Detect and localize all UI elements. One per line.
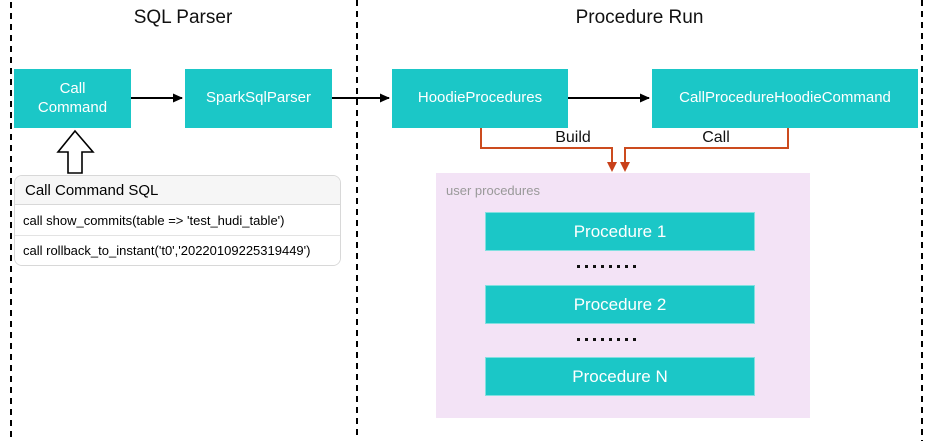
section-title-sql-parser: SQL Parser [133,7,233,28]
user-procedures-group: user procedures Procedure 1 Procedure 2 … [436,173,810,418]
section-title-procedure-run: Procedure Run [575,7,704,28]
edge-label-call: Call [702,129,730,146]
build-connector [480,128,613,163]
lane-divider-right [921,0,923,441]
ellipsis-dots [577,338,636,341]
build-arrowhead [607,162,617,172]
sql-example-row: call show_commits(table => 'test_hudi_ta… [15,205,340,235]
lane-divider-left [10,2,12,438]
call-arrowhead [620,162,630,172]
node-hoodieprocedures: HoodieProcedures [392,69,568,128]
ellipsis-dots [577,265,636,268]
node-procedure-2: Procedure 2 [485,285,755,324]
node-callprocedurehoodiecommand: CallProcedureHoodieCommand [652,69,918,128]
node-sparksqlparser: SparkSqlParser [185,69,332,128]
lane-divider-middle [356,0,358,438]
sql-panel-header: Call Command SQL [15,176,340,205]
node-procedure-n: Procedure N [485,357,755,396]
call-command-sql-panel: Call Command SQL call show_commits(table… [14,175,341,266]
node-call-command: Call Command [14,69,131,128]
node-procedure-1: Procedure 1 [485,212,755,251]
edge-label-build: Build [555,129,591,146]
sql-example-row: call rollback_to_instant('t0','202201092… [15,235,340,265]
user-procedures-label: user procedures [446,183,540,198]
hollow-up-arrow [56,129,95,174]
